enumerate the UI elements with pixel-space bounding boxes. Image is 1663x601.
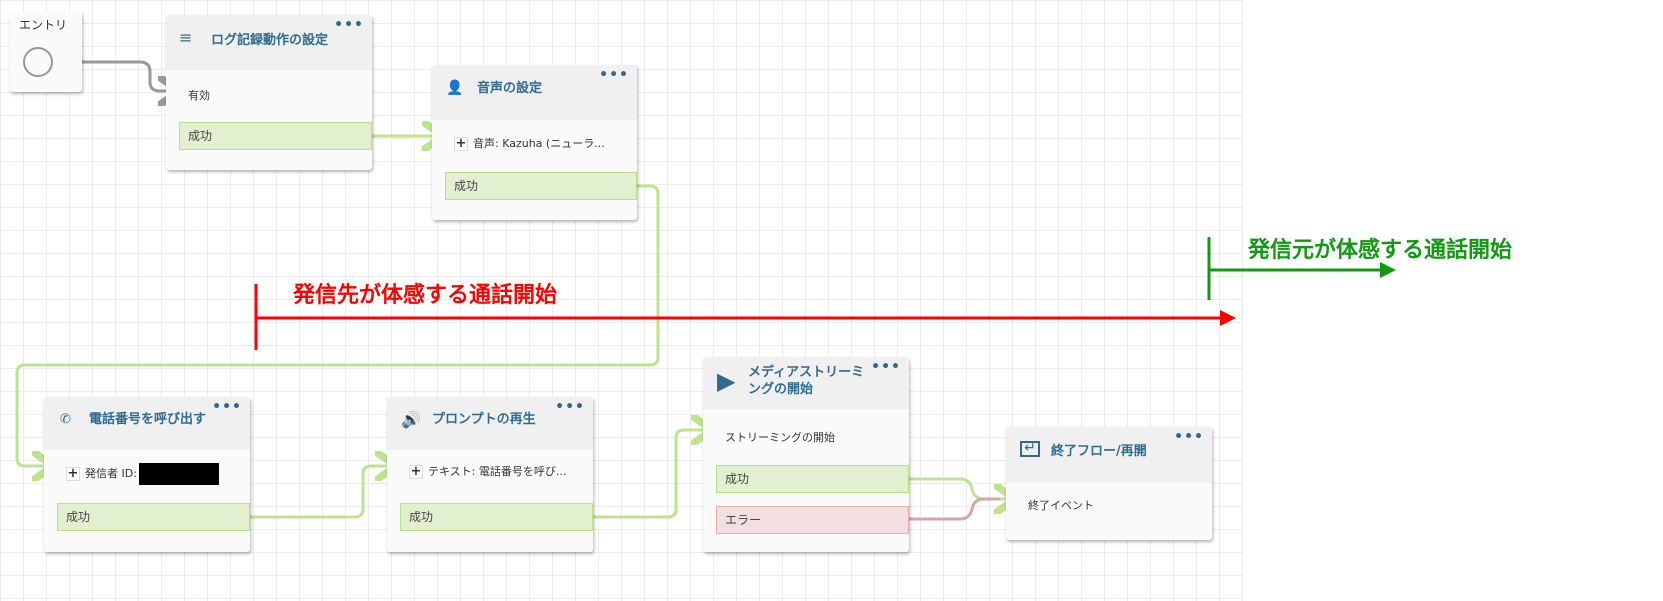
play-icon: ▶ [717, 367, 736, 395]
more-options-button[interactable]: ••• [1174, 429, 1204, 445]
redacted-caller-id [138, 463, 219, 485]
callee-call-start-annotation: 発信先が体感する通話開始 [293, 283, 558, 308]
more-options-button[interactable]: ••• [871, 359, 901, 375]
list-gear-icon: ≡ [179, 28, 193, 47]
more-options-button[interactable]: ••• [555, 399, 585, 415]
connector-call-prompt [250, 466, 393, 519]
expand-plus-button[interactable]: + [409, 464, 423, 479]
end-flow-resume-block[interactable]: ↵ 終了フロー/再開 ••• 終了イベント [1006, 427, 1212, 540]
connector-entry-log [50, 60, 176, 91]
expand-plus-button[interactable]: + [454, 136, 468, 151]
entry-icon [23, 47, 53, 77]
success-branch[interactable]: 成功 [445, 172, 637, 200]
block-content: ストリーミングの開始 [725, 431, 835, 444]
call-phone-number-block[interactable]: ✆ 電話番号を呼び出す ••• +発信者 ID: 成功 [44, 397, 250, 552]
voice-settings-block[interactable]: 👤 音声の設定 ••• +音声: Kazuha (ニューラ... 成功 [432, 65, 637, 220]
block-title: プロンプトの再生 [432, 412, 536, 427]
block-content: +発信者 ID: [66, 463, 219, 485]
phone-icon: ✆ [60, 412, 71, 427]
success-branch[interactable]: 成功 [179, 122, 372, 150]
caller-call-start-annotation: 発信元が体感する通話開始 [1248, 238, 1513, 263]
connector-media-success-end [909, 477, 1012, 499]
block-title: 終了フロー/再開 [1051, 444, 1147, 459]
entry-label: エントリ [19, 18, 68, 32]
success-branch[interactable]: 成功 [400, 503, 593, 531]
connector-voice-call [15, 184, 660, 466]
block-title: 電話番号を呼び出す [89, 412, 207, 427]
connector-prompt-media [593, 430, 709, 519]
block-content: 有効 [188, 89, 210, 102]
more-options-button[interactable]: ••• [212, 399, 242, 415]
expand-plus-button[interactable]: + [66, 466, 80, 481]
voice-person-icon: 👤 [446, 80, 464, 96]
block-title: ログ記録動作の設定 [211, 33, 329, 48]
success-branch[interactable]: 成功 [716, 465, 909, 493]
more-options-button[interactable]: ••• [599, 67, 629, 83]
connector-media-error-end [909, 497, 1000, 521]
log-settings-block[interactable]: ≡ ログ記録動作の設定 ••• 有効 成功 [166, 15, 372, 170]
block-content: +音声: Kazuha (ニューラ... [454, 136, 605, 151]
block-title: メディアストリーミングの開始 [748, 365, 865, 397]
block-content: 終了イベント [1028, 499, 1094, 512]
end-flow-icon: ↵ [1020, 441, 1040, 457]
block-title: 音声の設定 [477, 81, 543, 96]
block-content: +テキスト: 電話番号を呼び... [409, 464, 567, 479]
entry-block[interactable]: エントリ [10, 12, 82, 92]
more-options-button[interactable]: ••• [334, 17, 364, 33]
play-prompt-block[interactable]: 🔊 プロンプトの再生 ••• +テキスト: 電話番号を呼び... 成功 [387, 397, 593, 552]
success-branch[interactable]: 成功 [57, 503, 250, 531]
start-media-streaming-block[interactable]: ▶ メディアストリーミングの開始 ••• ストリーミングの開始 成功 エラー [703, 357, 909, 552]
error-branch[interactable]: エラー [716, 506, 909, 534]
speaker-icon: 🔊 [401, 410, 421, 429]
